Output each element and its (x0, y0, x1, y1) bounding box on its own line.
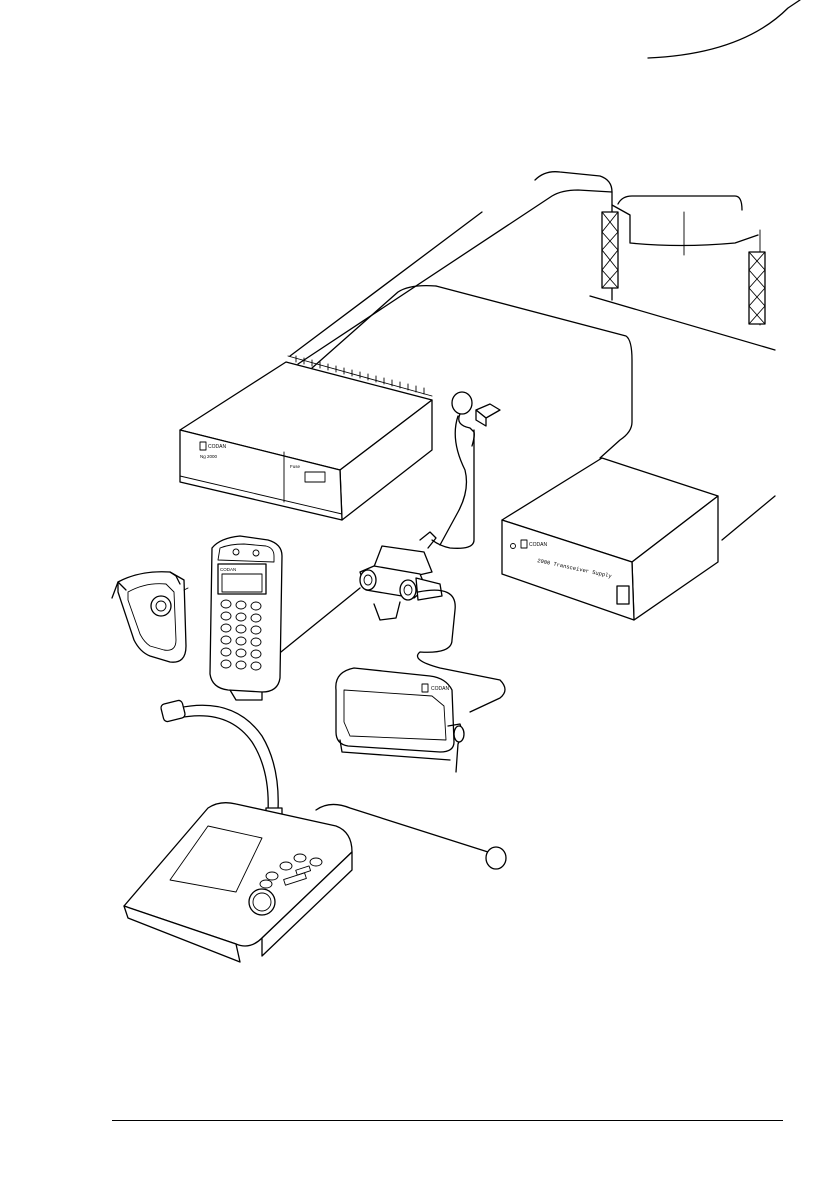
handset-logo: CODAN (220, 567, 236, 572)
antenna-mast-left (602, 212, 618, 288)
power-supply: CODAN 2000 Transceiver Supply (502, 458, 718, 620)
antenna-mast-right (749, 252, 765, 324)
ground-connector (432, 392, 500, 548)
transceiver-logo: CODAN (208, 444, 226, 450)
transceiver-model: Ng 2000 (200, 454, 218, 459)
antenna-system (535, 172, 775, 350)
speaker-logo: CODAN (431, 686, 449, 692)
page-corner-curve (648, 0, 800, 58)
footer-rule (112, 1120, 783, 1121)
extension-speaker: CODAN (336, 668, 464, 772)
power-supply-logo: CODAN (529, 542, 547, 548)
handset-cradle (112, 572, 188, 662)
transceiver-fuse-label: Fuse (290, 464, 301, 469)
hf-transceiver: CODAN Ng 2000 Fuse (180, 356, 432, 520)
handset: CODAN (210, 536, 282, 700)
